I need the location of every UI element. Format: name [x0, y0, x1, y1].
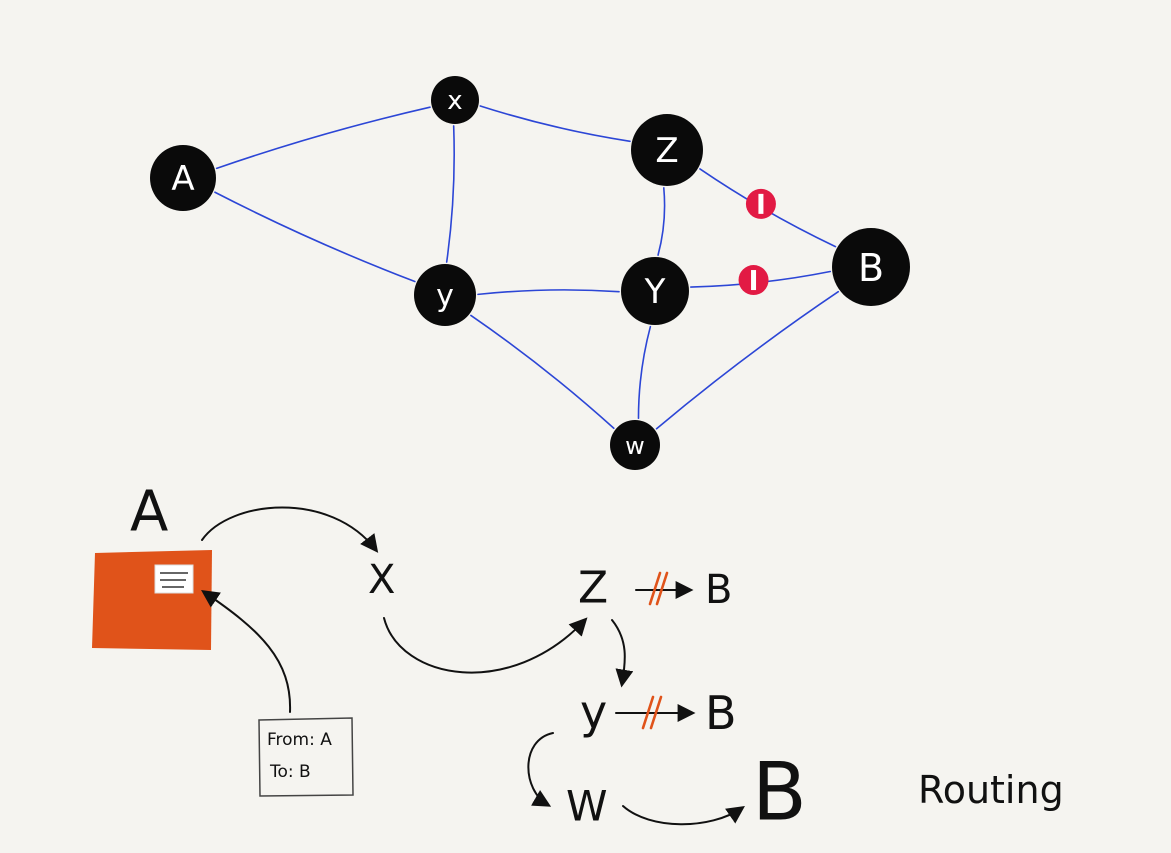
node-label-Y: Y — [644, 272, 666, 312]
node-w — [610, 420, 660, 470]
node-x — [431, 76, 479, 124]
arrow-y-w — [527, 732, 554, 807]
edge-A-x — [215, 106, 431, 170]
cut-mark-y — [641, 695, 663, 730]
node-B — [832, 228, 910, 306]
node-label-B: B — [858, 246, 884, 290]
header-to: To: B — [269, 762, 311, 782]
node-label-y: y — [436, 279, 454, 314]
node-Y — [621, 257, 689, 325]
edge-A-y — [214, 191, 416, 283]
hop-y: y — [580, 685, 607, 739]
arrow-x-z — [383, 617, 588, 674]
node-label-x: x — [447, 86, 462, 116]
routing-sketch: A From: A To: B X Z — [92, 480, 1064, 839]
caption: Routing — [918, 768, 1064, 812]
dest-b-2: B — [705, 686, 737, 740]
dest-b-1: B — [705, 567, 732, 613]
arrow-a-x — [201, 506, 379, 553]
arrow-z-y — [611, 619, 634, 688]
edge-Z-Y — [657, 187, 666, 256]
node-label-w: w — [625, 432, 645, 460]
packet-stamp — [154, 564, 194, 594]
node-A — [150, 145, 216, 211]
hop-z: Z — [578, 563, 608, 614]
blocked-markers — [738, 188, 776, 296]
edge-y-Y — [477, 289, 620, 296]
source-label: A — [130, 480, 168, 545]
hop-w: W — [566, 782, 608, 831]
packet — [92, 550, 212, 650]
node-label-Z: Z — [655, 131, 678, 171]
blocked-bar-Z-B — [758, 193, 764, 214]
dest-b-final: B — [752, 746, 807, 839]
edge-x-y — [445, 125, 455, 263]
arrow-w-b — [622, 805, 745, 826]
edge-w-B — [655, 290, 840, 430]
hop-x: X — [368, 557, 395, 603]
cut-mark-z — [648, 571, 669, 606]
blocked-bar-Y-B — [751, 270, 757, 291]
network-edges — [214, 105, 840, 430]
node-y — [414, 264, 476, 326]
node-label-A: A — [171, 159, 194, 199]
edge-y-w — [470, 314, 615, 430]
packet-header-card: From: A To: B — [258, 717, 354, 797]
packet-body — [92, 550, 212, 650]
edge-Y-w — [637, 325, 652, 420]
edge-x-Z — [479, 105, 631, 143]
header-from: From: A — [267, 730, 332, 750]
header-to-packet-arrow — [201, 589, 292, 713]
node-Z — [631, 114, 703, 186]
